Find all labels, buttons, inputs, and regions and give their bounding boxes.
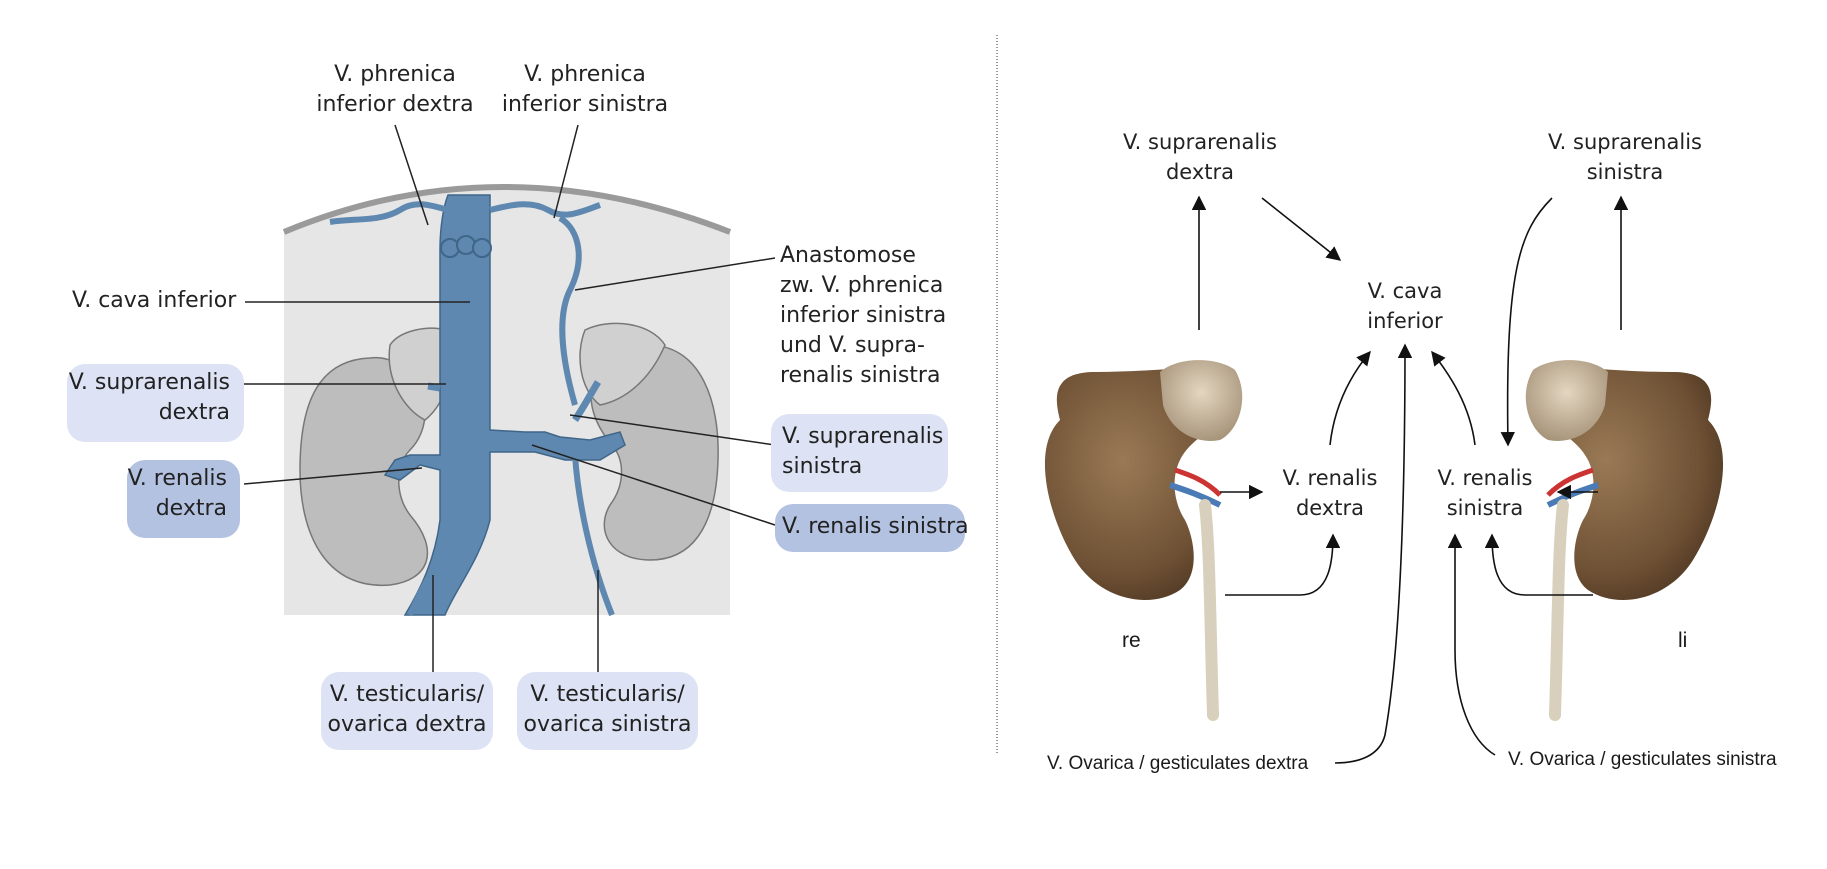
box-testicularis-dextra bbox=[321, 672, 493, 750]
kidney-li-illustration bbox=[1525, 360, 1724, 721]
label-testicularis-dextra-line1: V. testicularis/ bbox=[329, 682, 485, 707]
label-testicularis-dextra-line2: ovarica dextra bbox=[327, 712, 487, 737]
box-testicularis-sinistra bbox=[517, 672, 698, 750]
r-label-suprarenalis-sinistra: V. suprarenalis sinistra bbox=[1545, 127, 1705, 187]
arrow-ureter-li-to-renalis bbox=[1484, 533, 1593, 596]
arrow-suprarenalis-dextra-to-cava bbox=[1261, 197, 1342, 261]
r-label-suprarenalis-sinistra-line1: V. suprarenalis bbox=[1548, 130, 1702, 154]
r-label-renalis-dextra-line1: V. renalis bbox=[1282, 466, 1378, 490]
label-phrenica-sinistra-line1: V. phrenica bbox=[524, 62, 646, 87]
r-label-suprarenalis-dextra-line1: V. suprarenalis bbox=[1123, 130, 1277, 154]
r-label-side-re: re bbox=[1122, 629, 1141, 652]
label-testicularis-sinistra: V. testicularis/ ovarica sinistra bbox=[517, 680, 698, 740]
label-phrenica-dextra-line1: V. phrenica bbox=[334, 62, 456, 87]
label-anastomose-line1: Anastomose bbox=[780, 243, 916, 268]
label-renalis-dextra: V. renalis dextra bbox=[127, 464, 227, 524]
label-anastomose-line2: zw. V. phrenica bbox=[780, 273, 944, 298]
label-renalis-sinistra: V. renalis sinistra bbox=[782, 514, 969, 539]
label-renalis-dextra-line2: dextra bbox=[155, 496, 227, 521]
v-testicularis-sinistra bbox=[572, 454, 615, 617]
r-label-cava-inferior-line2: inferior bbox=[1367, 309, 1443, 333]
v-testicularis-dextra bbox=[407, 518, 458, 617]
r-label-ovarica-sinistra: V. Ovarica / gesticulates sinistra bbox=[1508, 749, 1777, 770]
label-testicularis-dextra: V. testicularis/ ovarica dextra bbox=[321, 680, 493, 740]
arrow-ureter-re-to-renalis bbox=[1225, 533, 1341, 596]
r-label-cava-inferior: V. cava inferior bbox=[1355, 276, 1455, 336]
arrow-suprarenalis-sinistra-to-renalis bbox=[1500, 197, 1553, 447]
r-label-ovarica-dextra: V. Ovarica / gesticulates dextra bbox=[1047, 753, 1309, 774]
r-label-suprarenalis-sinistra-line2: sinistra bbox=[1586, 160, 1664, 184]
label-anastomose: Anastomose zw. V. phrenica inferior sini… bbox=[780, 241, 946, 391]
label-anastomose-line5: renalis sinistra bbox=[780, 363, 941, 388]
arrow-ovarica-dextra-to-cava bbox=[1334, 343, 1413, 764]
box-suprarenalis-sinistra bbox=[771, 414, 948, 492]
arrow-ovarica-sinistra-to-renalis bbox=[1447, 533, 1496, 756]
label-phrenica-sinistra-line2: inferior sinistra bbox=[501, 92, 669, 117]
arrow-renalis-dextra-to-cava bbox=[1329, 350, 1371, 446]
label-phrenica-dextra-line2: inferior dextra bbox=[316, 92, 474, 117]
label-suprarenalis-dextra-line1: V. suprarenalis bbox=[68, 370, 230, 395]
v-suprarenalis-dextra bbox=[427, 382, 441, 392]
label-cava-inferior: V. cava inferior bbox=[72, 288, 237, 313]
label-phrenica-sinistra: V. phrenica inferior sinistra bbox=[500, 60, 670, 120]
box-suprarenalis-dextra bbox=[67, 364, 244, 442]
label-suprarenalis-sinistra-line2: sinistra bbox=[782, 454, 863, 479]
r-label-renalis-dextra: V. renalis dextra bbox=[1275, 463, 1385, 523]
left-schematic bbox=[242, 124, 776, 676]
r-label-cava-inferior-line1: V. cava bbox=[1367, 279, 1443, 303]
arrow-renalis-sinistra-to-cava bbox=[1431, 350, 1476, 446]
r-label-renalis-sinistra: V. renalis sinistra bbox=[1430, 463, 1540, 523]
right-schematic bbox=[1044, 195, 1724, 764]
v-phrenica-sinistra bbox=[489, 201, 601, 218]
anastomose-vein bbox=[558, 215, 582, 406]
kidney-re-illustration bbox=[1044, 360, 1243, 721]
label-suprarenalis-sinistra-line1: V. suprarenalis bbox=[782, 424, 944, 449]
r-label-renalis-dextra-line2: dextra bbox=[1295, 496, 1365, 520]
v-phrenica-dextra bbox=[329, 201, 449, 225]
label-suprarenalis-dextra: V. suprarenalis dextra bbox=[67, 368, 230, 428]
r-label-suprarenalis-dextra: V. suprarenalis dextra bbox=[1120, 127, 1280, 187]
label-renalis-dextra-line1: V. renalis bbox=[127, 466, 227, 491]
box-renalis-sinistra bbox=[775, 504, 965, 552]
label-suprarenalis-sinistra: V. suprarenalis sinistra bbox=[782, 422, 943, 482]
label-phrenica-dextra: V. phrenica inferior dextra bbox=[310, 60, 480, 120]
label-testicularis-sinistra-line1: V. testicularis/ bbox=[530, 682, 685, 707]
adrenal-sinistra bbox=[579, 322, 666, 406]
label-anastomose-line3: inferior sinistra bbox=[780, 303, 947, 328]
label-suprarenalis-dextra-line2: dextra bbox=[158, 400, 230, 425]
label-anastomose-line4: und V. supra- bbox=[780, 333, 925, 358]
label-testicularis-sinistra-line2: ovarica sinistra bbox=[523, 712, 692, 737]
r-label-renalis-sinistra-line1: V. renalis bbox=[1437, 466, 1533, 490]
r-label-suprarenalis-dextra-line2: dextra bbox=[1165, 160, 1235, 184]
box-renalis-dextra bbox=[127, 460, 240, 538]
r-label-renalis-sinistra-line2: sinistra bbox=[1446, 496, 1524, 520]
diaphragm bbox=[282, 184, 732, 235]
r-label-side-li: li bbox=[1678, 629, 1688, 652]
